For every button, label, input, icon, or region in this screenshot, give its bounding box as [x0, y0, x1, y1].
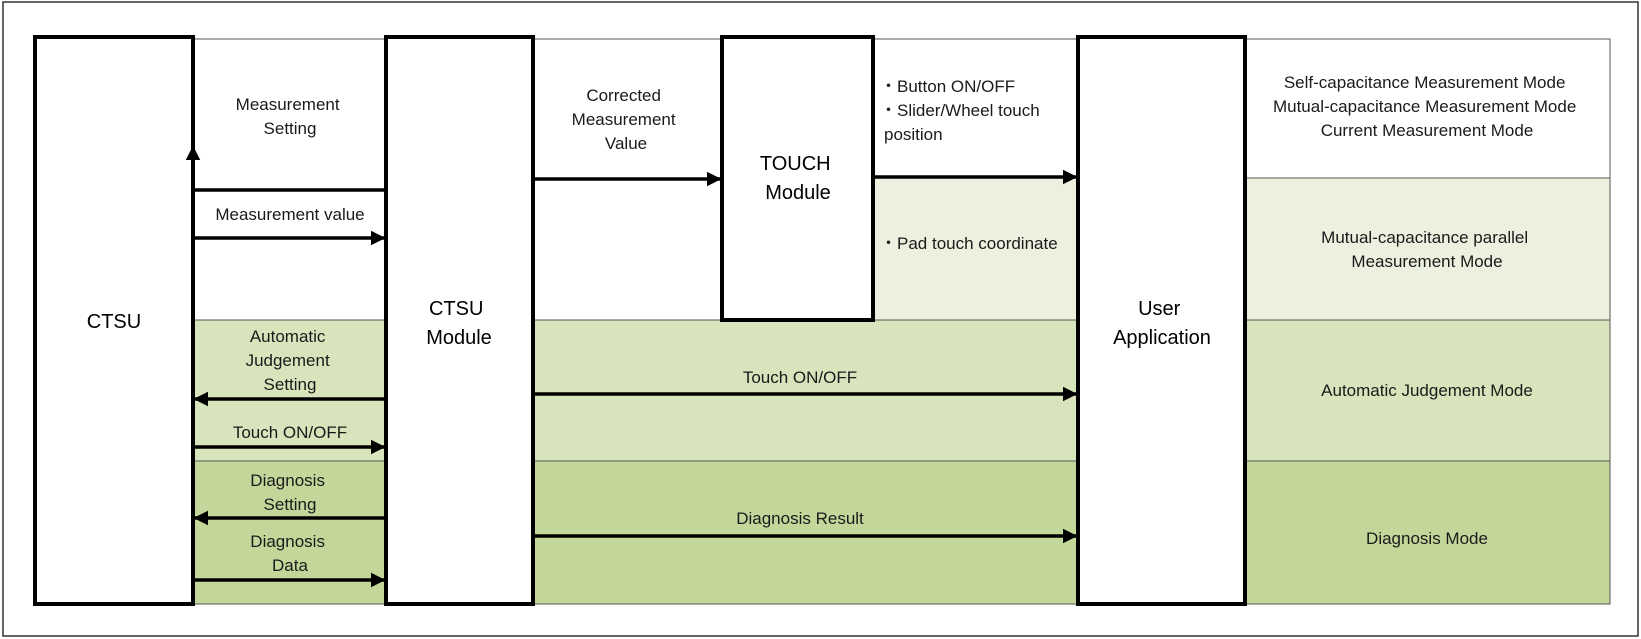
- corrected-measurement-value-label: Corrected Measurement Value: [572, 86, 681, 153]
- pad-touch-coordinate-label: ・Pad touch coordinate: [880, 234, 1058, 253]
- measurement-modes-label: Self-capacitance Measurement Mode Mutual…: [1273, 73, 1581, 140]
- touch-module-box: [720, 35, 875, 322]
- ctsu-module-box: [384, 35, 535, 606]
- diagnosis-setting-label: Diagnosis Setting: [250, 471, 329, 514]
- measurement-setting-label: Measurement Setting: [236, 95, 345, 138]
- diagnosis-result-label: Diagnosis Result: [736, 509, 864, 528]
- ctsu-touch-on-off-label: Touch ON/OFF: [233, 423, 347, 442]
- diagnosis-data-label: Diagnosis Data: [250, 532, 329, 575]
- ctsu-module-label: CTSU Module: [426, 298, 492, 349]
- user-application-label: User Application: [1113, 298, 1211, 349]
- parallel-mode-label: Mutual-capacitance parallel Measurement …: [1321, 228, 1533, 271]
- automatic-judgement-setting-label: Automatic Judgement Setting: [246, 327, 335, 394]
- touch-module-label: TOUCH Module: [760, 153, 836, 204]
- diagnosis-mode-label: Diagnosis Mode: [1366, 529, 1488, 548]
- touch-on-off-label: Touch ON/OFF: [743, 368, 857, 387]
- slider-wheel-label: ・Slider/Wheel touch position: [880, 101, 1044, 144]
- button-on-off-label: ・Button ON/OFF: [880, 77, 1015, 96]
- ctsu-box: [33, 35, 195, 606]
- user-application-box: [1076, 35, 1247, 606]
- automatic-judgement-mode-label: Automatic Judgement Mode: [1321, 381, 1533, 400]
- ctsu-label: CTSU: [87, 311, 141, 333]
- measurement-value-label: Measurement value: [215, 205, 364, 224]
